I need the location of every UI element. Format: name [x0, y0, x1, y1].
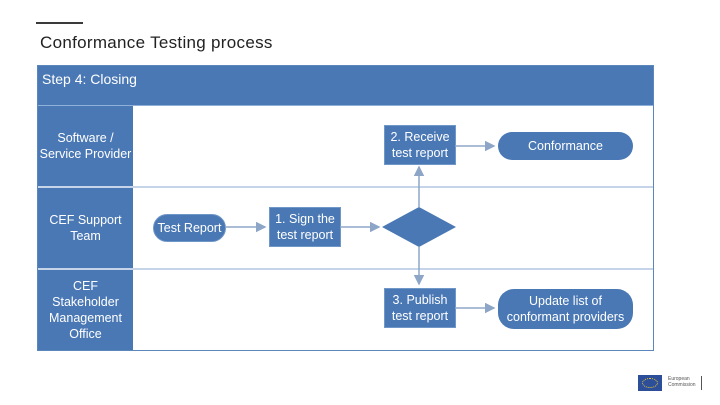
lane-label-support-team: CEF Support Team [38, 188, 133, 268]
node-publish-test-report: 3. Publish test report [384, 288, 456, 328]
node-conformance: Conformance [498, 132, 633, 160]
node-sign-test-report: 1. Sign the test report [269, 207, 341, 247]
step-title: Step 4: Closing [42, 71, 137, 87]
european-commission-logo: European Commission [638, 375, 702, 391]
node-update-provider-list: Update list of conformant providers [498, 289, 633, 329]
lane-label-management-office: CEF Stakeholder Management Office [38, 270, 133, 350]
slide-title: Conformance Testing process [40, 33, 273, 52]
logo-text: European Commission [668, 376, 696, 388]
eu-stars-icon [642, 378, 658, 388]
node-test-report: Test Report [153, 214, 226, 242]
lane-separator [38, 186, 653, 188]
eu-flag-icon [638, 375, 662, 391]
process-diagram: Step 4: Closing Software / Service Provi… [37, 65, 654, 351]
title-rule [36, 22, 83, 24]
logo-divider [701, 376, 702, 390]
lane-separator [38, 268, 653, 270]
lane-label-service-provider: Software / Service Provider [38, 106, 133, 186]
node-receive-test-report: 2. Receive test report [384, 125, 456, 165]
diagram-header: Step 4: Closing [38, 66, 653, 106]
